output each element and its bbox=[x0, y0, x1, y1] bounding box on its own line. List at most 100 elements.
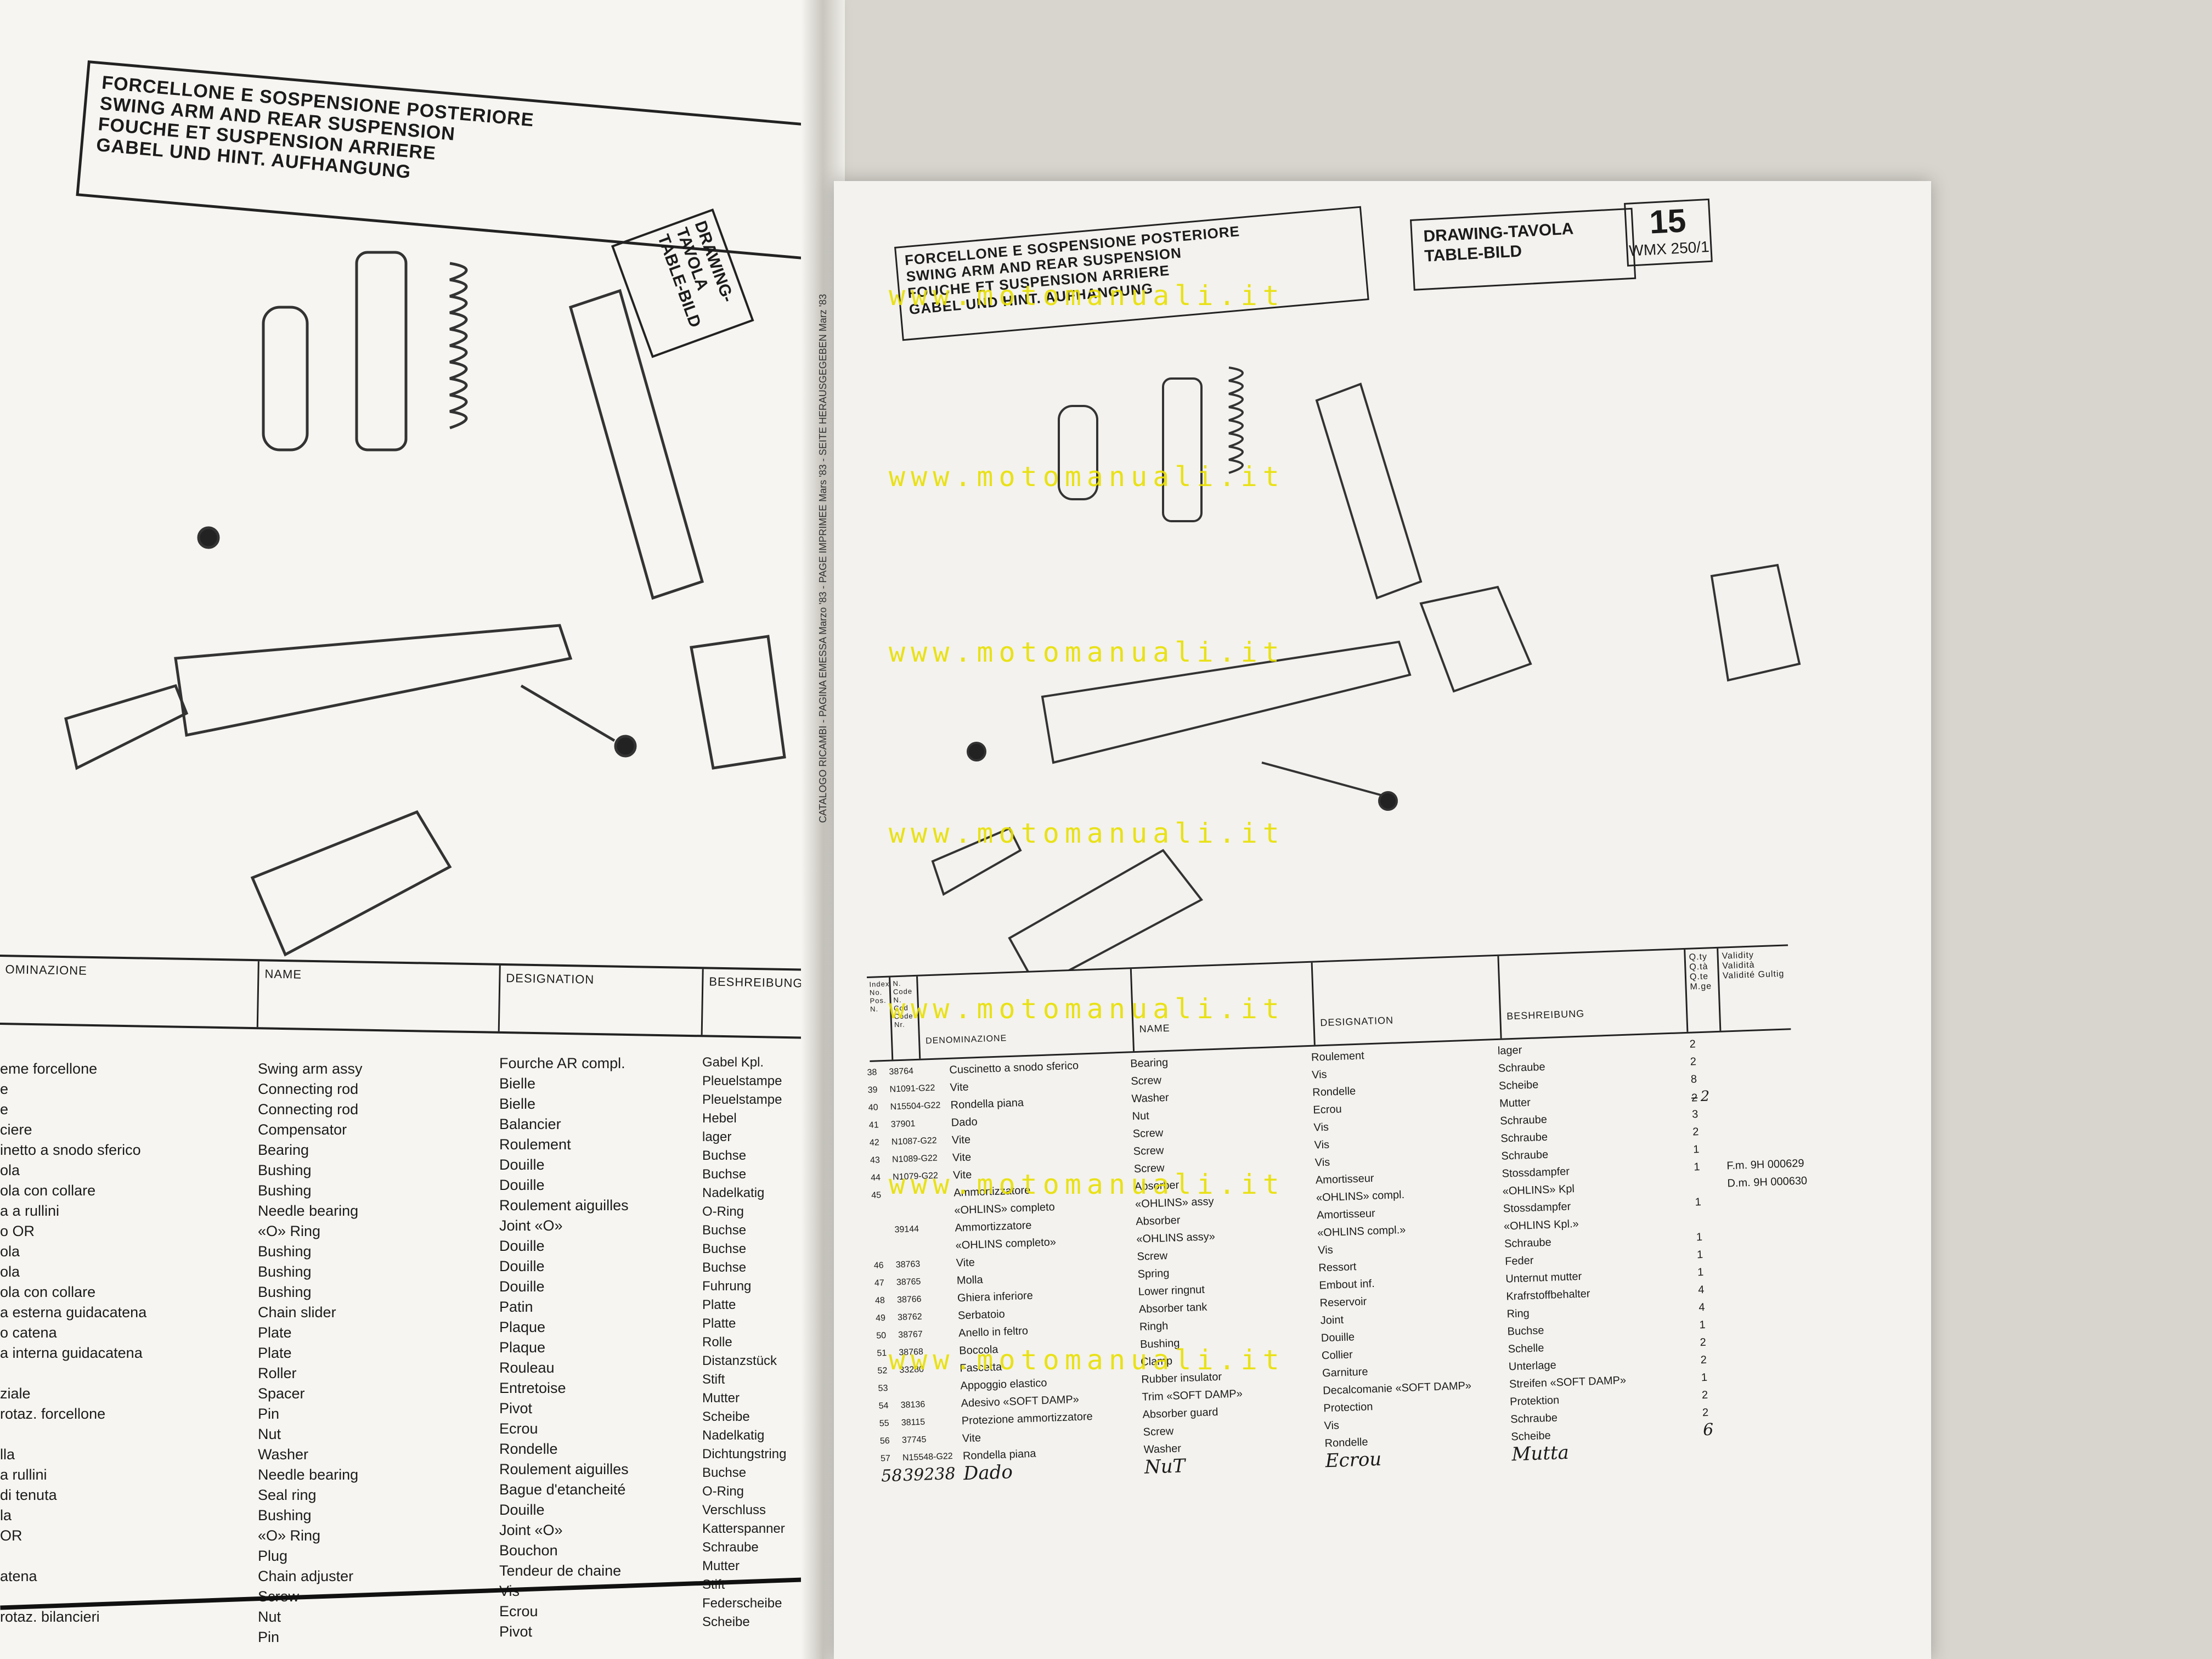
chain-guide-plate bbox=[1419, 585, 1532, 693]
left-designation-row: Douille bbox=[499, 1278, 545, 1295]
chain-adjuster-plate bbox=[1710, 563, 1801, 682]
shock-spring bbox=[449, 262, 468, 430]
left-besh-row: Scheibe bbox=[702, 1409, 750, 1424]
watermark: www.motomanuali.it bbox=[889, 636, 1285, 668]
code-cell: 37901 bbox=[890, 1119, 916, 1130]
code-cell: N15504-G22 bbox=[890, 1101, 941, 1112]
left-besh-row: Platte bbox=[702, 1316, 736, 1331]
left-name-row: Connecting rod bbox=[258, 1101, 359, 1118]
right-table-body: 38 39 40 41 42 43 44 45 46 47 48 49 50 5… bbox=[867, 1031, 1827, 1558]
right-drawing-label-box: DRAWING-TAVOLA TABLE-BILD bbox=[1410, 207, 1637, 291]
qty-struck-value: 2 bbox=[1691, 1092, 1698, 1104]
linkage-rods bbox=[250, 810, 452, 957]
code-cell: 38115 bbox=[901, 1417, 926, 1428]
left-besh-row: Stift bbox=[702, 1372, 725, 1387]
pivot-pin bbox=[1261, 761, 1383, 797]
qty-cell: 1 bbox=[1696, 1249, 1703, 1261]
left-designation-row: Tendeur de chaine bbox=[499, 1562, 622, 1579]
index-cell: 57 bbox=[880, 1453, 891, 1464]
left-denom-row: eme forcellone bbox=[0, 1060, 98, 1077]
code-cell: 39144 bbox=[894, 1224, 919, 1235]
denom-cell-handwritten: Dado bbox=[963, 1461, 1013, 1485]
left-besh-row: Mutter bbox=[702, 1559, 740, 1573]
qty-cell: 2 bbox=[1692, 1126, 1699, 1138]
code-cell bbox=[900, 1378, 952, 1397]
left-designation-row: Fourche AR compl. bbox=[499, 1055, 625, 1071]
left-name-row: Chain slider bbox=[258, 1304, 336, 1321]
left-designation-row: Rouleau bbox=[499, 1359, 555, 1376]
swing-arm bbox=[1041, 640, 1412, 764]
left-besh-row: Federscheibe bbox=[702, 1596, 782, 1611]
left-besh-row: Dichtungstring bbox=[702, 1447, 787, 1462]
left-denom-row: e bbox=[0, 1101, 9, 1118]
left-exploded-diagram bbox=[64, 251, 786, 957]
right-header-beshreibung: BESHREIBUNG bbox=[1497, 949, 1687, 1039]
index-cell: 49 bbox=[875, 1313, 886, 1323]
left-denom-row: rotaz. bilancieri bbox=[0, 1609, 100, 1625]
left-designation-row: Bouchon bbox=[499, 1542, 558, 1559]
left-denom-row: e bbox=[0, 1081, 9, 1097]
right-header-validity: Validity Validità Validité Gultig bbox=[1717, 946, 1791, 1031]
left-designation-row: Douille bbox=[499, 1502, 545, 1518]
left-name-row: Plug bbox=[258, 1548, 288, 1564]
validity-cell: D.m. 9H 000630 bbox=[1727, 1175, 1808, 1190]
index-cell: 42 bbox=[869, 1138, 880, 1148]
left-denom-row: ola bbox=[0, 1263, 20, 1280]
left-denom-row: la bbox=[0, 1507, 12, 1523]
left-denom-row bbox=[0, 1363, 146, 1384]
shock-absorber bbox=[355, 251, 408, 452]
left-header-name: NAME bbox=[256, 961, 499, 1031]
code-cell: N1087-G22 bbox=[891, 1136, 937, 1147]
shock-reservoir bbox=[1058, 405, 1098, 500]
left-denom-row: a esterna guidacatena bbox=[0, 1304, 147, 1321]
left-name-row: Bushing bbox=[258, 1507, 312, 1523]
left-designation-row: Roulement aiguilles bbox=[499, 1461, 629, 1477]
left-name-row: Swing arm assy bbox=[258, 1060, 363, 1077]
left-besh-row: Buchse bbox=[702, 1260, 747, 1275]
qty-cell: 1 bbox=[1695, 1196, 1702, 1209]
left-besh-row: Fuhrung bbox=[702, 1279, 752, 1294]
index-cell: 48 bbox=[874, 1296, 885, 1306]
qty-cell: 1 bbox=[1699, 1318, 1706, 1331]
left-name-row: Roller bbox=[258, 1365, 297, 1381]
left-besh-row: Verschluss bbox=[702, 1503, 766, 1517]
left-designation-row: Rondelle bbox=[499, 1441, 558, 1457]
left-table-header: OMINAZIONE NAME DESIGNATION BESHREIBUNG bbox=[0, 955, 834, 1040]
left-designation-row: Roulement bbox=[499, 1136, 571, 1153]
left-name-row: Plate bbox=[258, 1345, 292, 1361]
bearing-part bbox=[197, 526, 220, 549]
left-name-row: Washer bbox=[258, 1446, 309, 1463]
left-denom-row: inetto a snodo sferico bbox=[0, 1142, 141, 1158]
left-denom-row: di tenuta bbox=[0, 1487, 57, 1503]
chain-guide bbox=[64, 684, 189, 770]
left-name-row: Needle bearing bbox=[258, 1466, 359, 1483]
right-header-index: Index No. Pos. N. bbox=[869, 979, 890, 1013]
left-header-denominazione: OMINAZIONE bbox=[5, 962, 88, 978]
left-designation-row: Entretoise bbox=[499, 1380, 566, 1396]
right-validity-column: F.m. 9H 000629 D.m. 9H 000630 bbox=[1726, 1154, 1808, 1192]
left-besh-row: Platte bbox=[702, 1297, 736, 1312]
watermark: www.motomanuali.it bbox=[889, 1344, 1285, 1376]
left-designation-row: Joint «O» bbox=[499, 1522, 563, 1538]
qty-cell: 2 bbox=[1690, 1056, 1697, 1068]
index-cell: 43 bbox=[870, 1155, 881, 1165]
code-cell: 38765 bbox=[896, 1277, 921, 1288]
left-name-row: Bearing bbox=[258, 1142, 309, 1158]
right-qty-column: 2 2 8 2 2 3 2 1 1 1 1 1 1 4 4 1 2 2 1 2 … bbox=[1689, 1035, 1722, 1440]
left-designation-row: Plaque bbox=[499, 1319, 546, 1335]
right-catalog-page: FORCELLONE E SOSPENSIONE POSTERIORE SWIN… bbox=[834, 181, 1931, 1659]
left-designation-row: Roulement aiguilles bbox=[499, 1197, 629, 1214]
code-cell: N1089-G22 bbox=[891, 1153, 938, 1165]
left-besh-row: lager bbox=[702, 1130, 732, 1144]
index-cell bbox=[872, 1204, 893, 1222]
qty-cell: 1 bbox=[1697, 1266, 1704, 1279]
left-name-row: «O» Ring bbox=[258, 1223, 321, 1239]
left-denom-row: a rullini bbox=[0, 1466, 47, 1483]
index-cell: 55 bbox=[879, 1418, 889, 1429]
left-besh-row: Nadelkatig bbox=[702, 1428, 765, 1443]
left-besh-row: Pleuelstampe bbox=[702, 1092, 782, 1107]
watermark: www.motomanuali.it bbox=[889, 817, 1285, 849]
index-cell: 56 bbox=[879, 1436, 890, 1446]
left-name-row: Spacer bbox=[258, 1385, 305, 1402]
swing-arm bbox=[174, 624, 573, 737]
